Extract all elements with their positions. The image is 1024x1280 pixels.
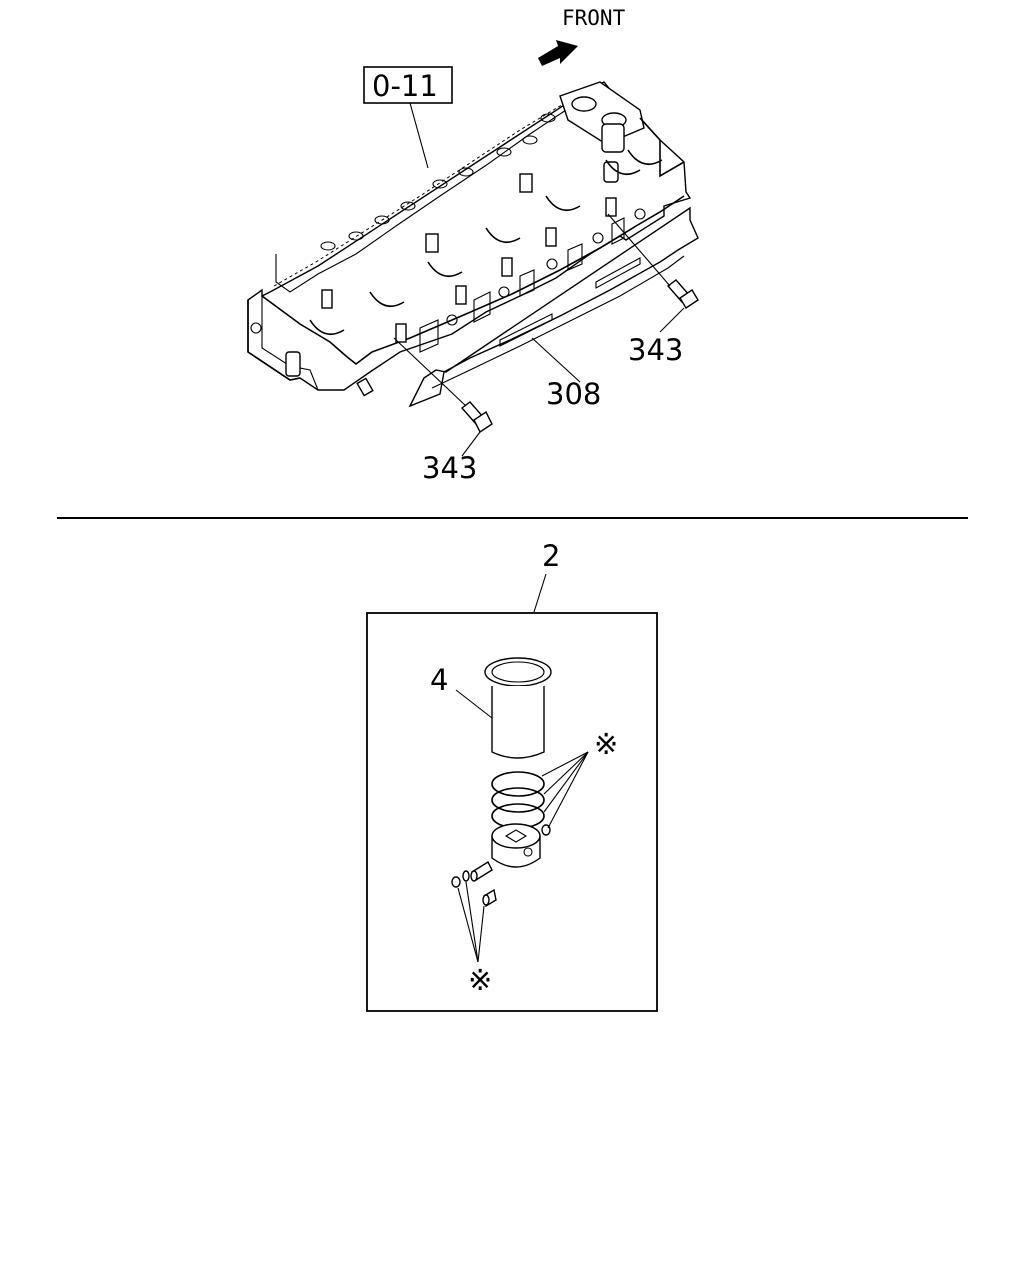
gasket-leader xyxy=(531,337,581,383)
star-upper-label: ※ xyxy=(594,727,618,761)
gasket-308 xyxy=(408,206,699,408)
bolt-right-343 xyxy=(666,279,699,309)
reference-box-label: 0-11 xyxy=(372,69,438,103)
piston-pin xyxy=(451,860,497,908)
gasket-label: 308 xyxy=(546,377,601,411)
front-label: FRONT xyxy=(562,6,626,30)
kit-label: 2 xyxy=(542,539,560,573)
kit-leader xyxy=(533,573,547,613)
bolt-left-label: 343 xyxy=(422,451,477,485)
front-arrow-icon xyxy=(538,40,578,66)
bolt-right-label-leader xyxy=(659,307,685,333)
cylinder-head xyxy=(247,81,692,397)
camshaft-saddles xyxy=(309,149,663,343)
star-lower-leaders xyxy=(457,881,485,963)
bolt-right-leader xyxy=(607,213,671,287)
star-upper-leaders xyxy=(541,751,589,829)
side-ports xyxy=(419,208,646,353)
piston xyxy=(491,823,551,868)
piston-rings xyxy=(491,771,545,829)
liner-leader xyxy=(455,689,493,719)
bolt-left-343 xyxy=(460,401,493,434)
star-lower-label: ※ xyxy=(468,963,492,997)
reference-leader xyxy=(409,102,429,169)
bolt-left-label-leader xyxy=(461,431,481,457)
bolt-right-label: 343 xyxy=(628,333,683,367)
liner-label: 4 xyxy=(430,663,448,697)
kit-box[interactable] xyxy=(366,612,658,1012)
reference-box[interactable]: 0-11 xyxy=(363,66,453,104)
bolt-holes xyxy=(320,113,556,251)
cylinder-liner xyxy=(484,657,552,759)
bolt-left-leader xyxy=(393,337,467,407)
